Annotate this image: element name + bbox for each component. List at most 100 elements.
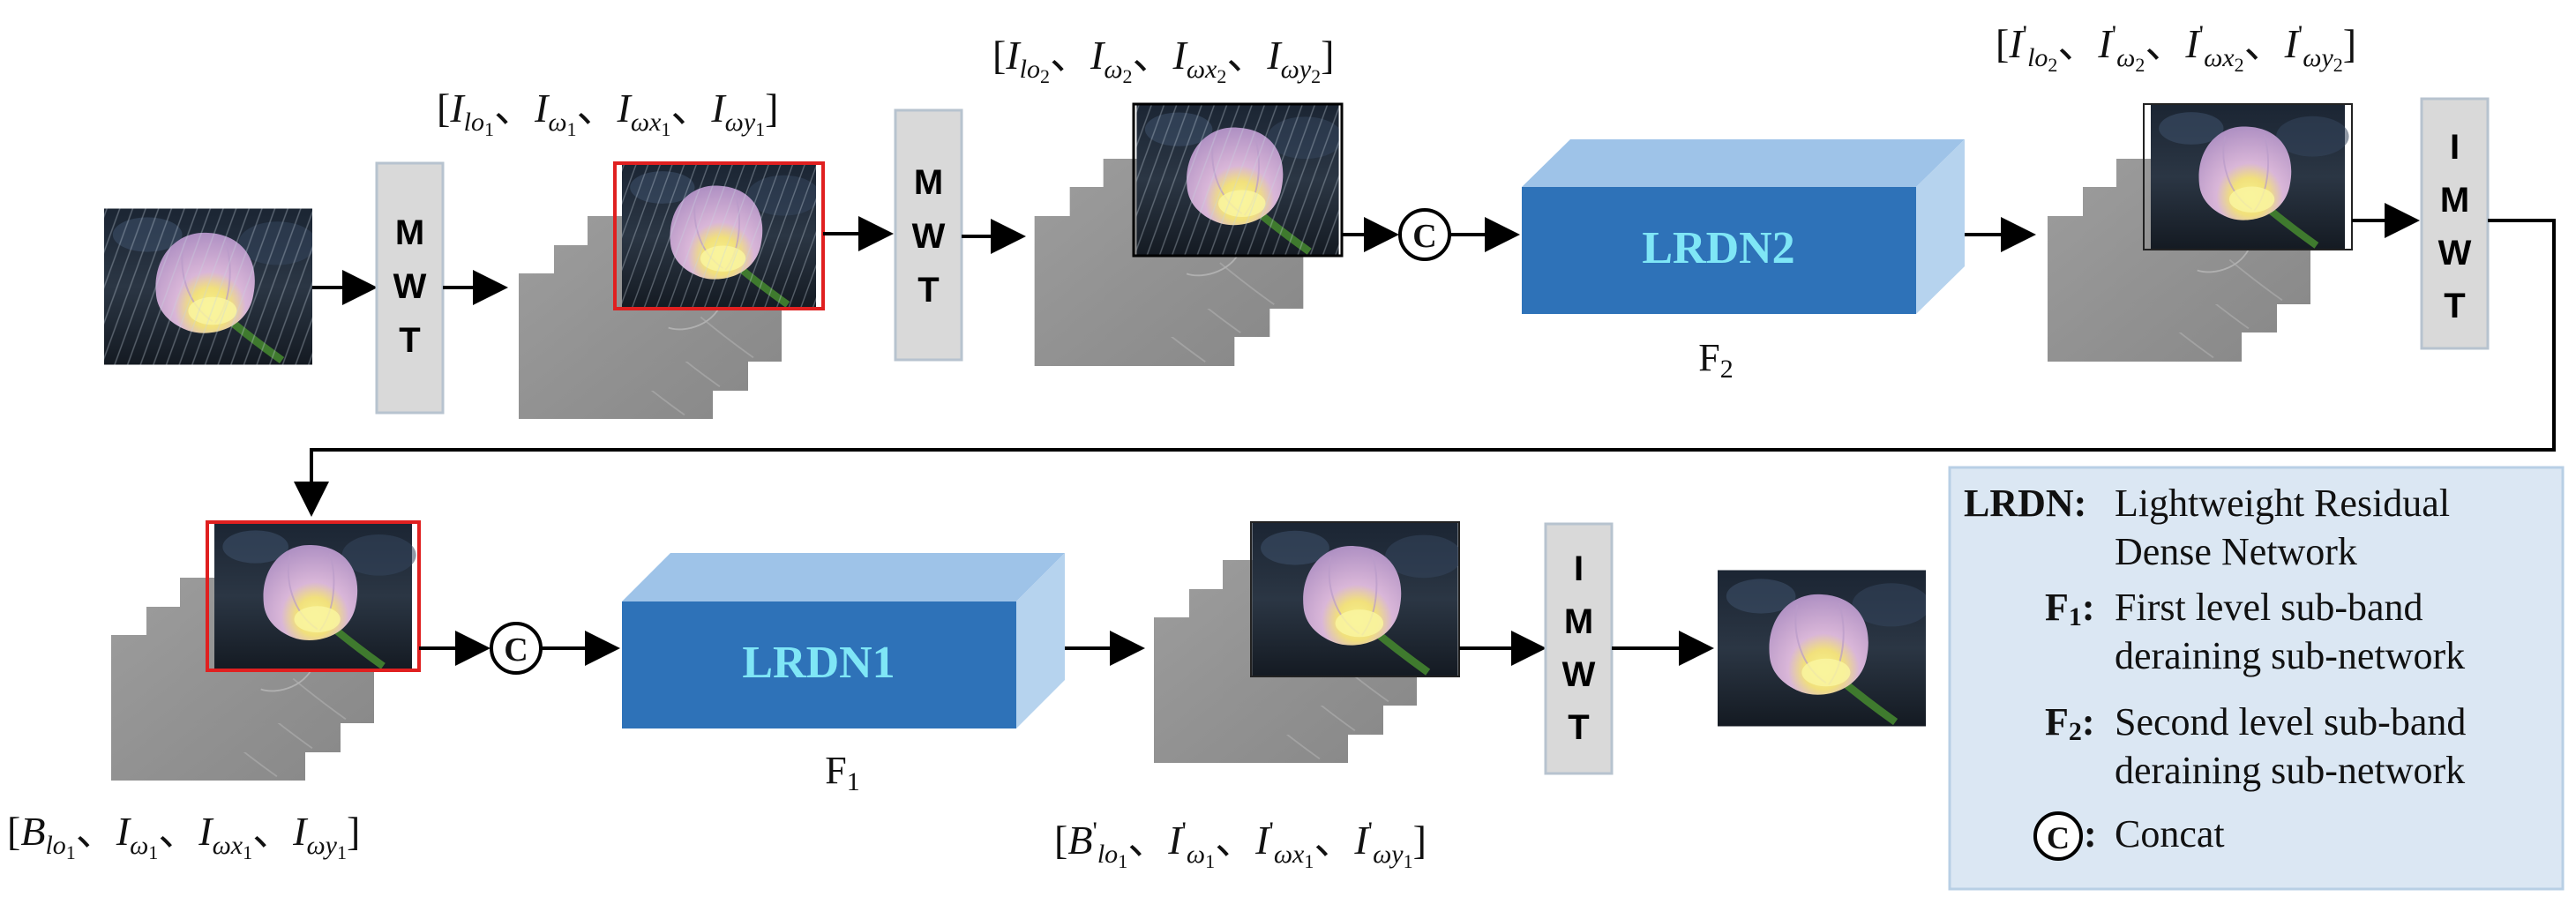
term-subsub: 1: [66, 841, 76, 863]
term-subsub: 2: [1123, 65, 1133, 87]
term-sub: ωx: [213, 831, 243, 860]
imwt2-char-2: W: [2438, 234, 2472, 273]
separator: 、: [2145, 21, 2185, 66]
bracket-open: [: [7, 809, 20, 854]
term-subsub: 1: [1118, 850, 1127, 872]
term-sub: ωy: [725, 108, 756, 137]
concat-2: C: [1398, 208, 1451, 261]
lrdn2-block: LRDN2: [1522, 139, 1965, 314]
imwt2-char-0: I: [2450, 128, 2460, 167]
bracket-open: [: [1054, 818, 1067, 863]
term-subsub: 2: [2048, 54, 2057, 76]
subband-label-1: [Ilo1、Iω1、Iωx1、Iωy1]: [437, 86, 779, 140]
term-subsub: 2: [2235, 54, 2244, 76]
legend-box: LRDN: Lightweight Residual Dense Network…: [1948, 466, 2565, 891]
term-base: I: [2284, 21, 2301, 66]
legend-lrdn-key: LRDN:: [1964, 482, 2086, 525]
bracket-open: [: [1996, 21, 2009, 66]
separator: 、: [158, 809, 198, 854]
legend-f1-line1: First level sub-band: [2115, 586, 2423, 629]
term-subsub: 1: [243, 841, 252, 863]
subband-label-5: [B'lo1、I'ω1、I'ωx1、I'ωy1]: [1054, 817, 1427, 872]
mwt1-char-2: T: [399, 321, 420, 360]
term-base: I: [198, 809, 214, 854]
term-base: I: [1254, 818, 1271, 863]
separator: 、: [577, 86, 618, 131]
concat-2-symbol: C: [1412, 218, 1436, 255]
term-base: I: [1172, 33, 1189, 78]
separator: 、: [494, 86, 535, 131]
term-prime: ': [1269, 817, 1273, 846]
mwt2-box: M W T: [894, 108, 963, 362]
term-base: I: [2184, 21, 2201, 66]
term-sub: lo: [464, 108, 484, 137]
legend-concat-desc: Concat: [2115, 812, 2225, 855]
term-subsub: 2: [1040, 65, 1050, 87]
input-rainy-image: [104, 209, 317, 365]
term-subsub: 1: [1304, 850, 1314, 872]
subband-stack-5: [1153, 521, 1460, 763]
term-subsub: 1: [755, 118, 765, 140]
term-sub: ωy: [1373, 840, 1404, 869]
mwt1-char-1: W: [393, 267, 427, 306]
subband-stack-1: [518, 161, 825, 419]
term-subsub: 1: [661, 118, 670, 140]
term-base: B: [20, 809, 45, 854]
subband-label-2: [Ilo2、Iω2、Iωx2、Iωy2]: [992, 33, 1335, 87]
term-subsub: 1: [567, 118, 577, 140]
subband-stack-4: [110, 520, 421, 781]
separator: 、: [1133, 33, 1173, 78]
term-prime: ': [1092, 817, 1097, 846]
term-base: I: [1266, 33, 1283, 78]
term-prime: ': [2112, 20, 2116, 49]
term-prime: ': [2199, 20, 2204, 49]
lrdn1-label: LRDN1: [742, 638, 895, 688]
term-sub: lo: [1097, 840, 1118, 869]
separator: 、: [2244, 21, 2285, 66]
term-base: I: [1005, 33, 1022, 78]
output-derained-image: [1718, 571, 1930, 727]
term-sub: lo: [45, 831, 65, 860]
separator: 、: [670, 86, 711, 131]
term-subsub: 1: [148, 841, 158, 863]
mwt1-char-0: M: [395, 213, 424, 252]
term-subsub: 2: [1311, 65, 1321, 87]
legend-f1-line2: deraining sub-network: [2115, 634, 2465, 677]
legend-concat-key: C: [2047, 820, 2070, 855]
lrdn2-label: LRDN2: [1642, 223, 1794, 273]
term-subsub: 1: [1205, 850, 1215, 872]
term-sub: ω: [548, 108, 566, 137]
mwt2-char-0: M: [914, 163, 943, 202]
term-sub: ωx: [1274, 840, 1305, 869]
term-subsub: 1: [1404, 850, 1413, 872]
term-prime: ': [2298, 20, 2303, 49]
bracket-close: ]: [2343, 21, 2356, 66]
separator: 、: [1127, 818, 1168, 863]
term-sub: ω: [2116, 43, 2135, 72]
legend-lrdn-line2: Dense Network: [2115, 530, 2357, 573]
imwt1-char-3: T: [1568, 708, 1589, 747]
term-sub: ωx: [2204, 43, 2235, 72]
term-base: I: [617, 86, 633, 131]
term-sub: ωy: [1281, 55, 1312, 84]
subband-stack-2: [1033, 102, 1344, 366]
legend-f2-line2: deraining sub-network: [2115, 749, 2465, 792]
connector-row1-to-row2: [294, 219, 2556, 517]
imwt2-char-3: T: [2444, 287, 2465, 325]
term-base: I: [710, 86, 727, 131]
bracket-close: ]: [765, 86, 778, 131]
separator: 、: [1050, 33, 1090, 78]
mwt2-char-1: W: [912, 217, 946, 256]
subband-label-4: [Blo1、Iω1、Iωx1、Iωy1]: [7, 809, 360, 863]
imwt1-char-1: M: [1564, 602, 1593, 641]
bracket-open: [: [437, 86, 450, 131]
legend-concat-icon: [2033, 811, 2083, 861]
term-base: I: [116, 809, 132, 854]
separator: 、: [1226, 33, 1267, 78]
term-sub: ωy: [2303, 43, 2333, 72]
concat-1-symbol: C: [504, 631, 528, 669]
subband-stack-3: [2047, 103, 2353, 362]
term-subsub: 1: [484, 118, 494, 140]
term-prime: ': [1368, 817, 1373, 846]
